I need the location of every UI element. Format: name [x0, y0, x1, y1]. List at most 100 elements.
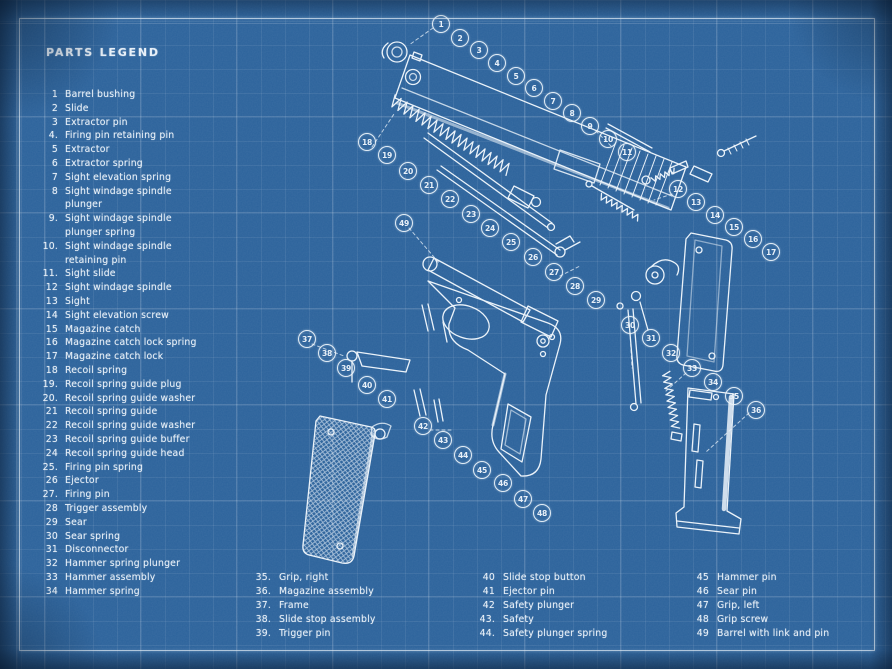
legend-item: 25. Firing pin spring: [38, 461, 244, 475]
legend-item-number: 13: [45, 295, 58, 307]
legend-item-label: Sight elevation spring: [65, 171, 172, 183]
legend-item-number: 28: [45, 502, 58, 514]
legend-item-number: 14: [45, 309, 58, 321]
legend-item-number: 39.: [255, 628, 271, 639]
legend-item-number: 42: [482, 600, 495, 611]
legend-item: 2 Slide: [38, 102, 244, 116]
legend-item: 21 Recoil spring guide: [38, 405, 244, 419]
legend-item-label: Sight windage spindle retaining pin: [65, 240, 172, 266]
legend-item-label: Ejector pin: [503, 586, 555, 597]
legend-item: 49 Barrel with link and pin: [691, 627, 892, 641]
legend-item-number: 21: [45, 406, 58, 418]
legend-item-number: 20.: [42, 392, 58, 404]
legend-item: 8 Sight windage spindle plunger: [38, 185, 244, 213]
legend-item-label: Hammer assembly: [65, 571, 156, 583]
legend-item-number: 37.: [255, 600, 271, 611]
legend-item-number: 9.: [48, 213, 58, 225]
legend-item-number: 2: [51, 102, 58, 114]
legend-item-label: Recoil spring guide head: [65, 447, 185, 459]
legend-item-label: Recoil spring guide washer: [65, 420, 196, 432]
legend-item-label: Sight slide: [65, 268, 116, 280]
legend-item: 43. Safety: [477, 613, 683, 627]
legend-item-number: 15: [45, 323, 58, 335]
legend-title: PARTS LEGEND: [46, 46, 160, 59]
legend-item-number: 35.: [255, 572, 271, 583]
legend-item-label: Grip screw: [717, 614, 769, 625]
legend-item: 38. Slide stop assembly: [253, 613, 459, 627]
legend-item-label: Sight: [65, 295, 90, 307]
legend-item: 31 Disconnector: [38, 543, 244, 557]
legend-item: 18 Recoil spring: [38, 364, 244, 378]
parts-legend-column-b: 40 Slide stop button 41 Ejector pin 42 S…: [477, 571, 683, 641]
legend-item: 12 Sight windage spindle: [38, 281, 244, 295]
legend-item-label: Sight windage spindle plunger: [65, 185, 172, 211]
legend-item-number: 17: [45, 351, 58, 363]
legend-item-number: 5: [51, 144, 58, 156]
legend-item-number: 3: [51, 116, 58, 128]
legend-item: 24 Recoil spring guide head: [38, 447, 244, 461]
legend-item: 34 Hammer spring: [38, 585, 244, 599]
legend-item: 47 Grip, left: [691, 599, 892, 613]
parts-legend-column-c: 45 Hammer pin 46 Sear pin 47 Grip, left …: [691, 571, 892, 641]
legend-item-label: Firing pin spring: [65, 461, 144, 473]
legend-item-number: 11.: [42, 268, 58, 280]
legend-item-label: Trigger pin: [279, 628, 331, 639]
legend-item-label: Slide stop assembly: [279, 614, 376, 625]
legend-item-label: Sear pin: [717, 586, 758, 597]
legend-item-label: Extractor pin: [65, 116, 128, 128]
legend-item: 48 Grip screw: [691, 613, 892, 627]
legend-item-label: Safety plunger: [503, 600, 575, 611]
legend-item-number: 16: [45, 337, 58, 349]
legend-item-label: Slide stop button: [503, 572, 586, 583]
legend-item: 7 Sight elevation spring: [38, 171, 244, 185]
legend-item-number: 43.: [479, 614, 495, 625]
legend-item-label: Magazine assembly: [279, 586, 374, 597]
legend-item-label: Magazine catch lock: [65, 351, 164, 363]
legend-item-number: 1: [51, 89, 58, 100]
legend-item-label: Recoil spring guide plug: [65, 378, 182, 390]
legend-item-number: 7: [51, 171, 58, 183]
legend-item-number: 27.: [42, 489, 58, 501]
legend-item: 32 Hammer spring plunger: [38, 557, 244, 571]
legend-item-label: Disconnector: [65, 544, 129, 556]
legend-item: 14 Sight elevation screw: [38, 309, 244, 323]
legend-item-label: Sear: [65, 516, 87, 528]
legend-item: 37. Frame: [253, 599, 459, 613]
legend-item: 1 Barrel bushing: [38, 88, 244, 102]
legend-item-number: 6: [51, 157, 58, 169]
legend-item: 13 Sight: [38, 295, 244, 309]
legend-item-label: Sight windage spindle plunger spring: [65, 213, 172, 238]
legend-item: 23 Recoil spring guide buffer: [38, 433, 244, 447]
legend-item-label: Extractor spring: [65, 157, 143, 169]
legend-item: 19. Recoil spring guide plug: [38, 378, 244, 392]
legend-item-number: 34: [45, 585, 58, 597]
legend-item: 9. Sight windage spindle plunger spring: [38, 212, 244, 240]
legend-item: 3 Extractor pin: [38, 116, 244, 130]
legend-item-number: 30: [45, 530, 58, 542]
legend-item-label: Magazine catch lock spring: [65, 337, 197, 349]
legend-item-label: Barrel with link and pin: [717, 628, 830, 639]
legend-item: 40 Slide stop button: [477, 571, 683, 585]
legend-item-label: Recoil spring: [65, 364, 128, 376]
legend-item-number: 26: [45, 475, 58, 487]
legend-item: 46 Sear pin: [691, 585, 892, 599]
legend-item-number: 12: [45, 282, 58, 294]
parts-legend-column-a: 35. Grip, right 36. Magazine assembly 37…: [253, 571, 459, 641]
legend-item: 15 Magazine catch: [38, 323, 244, 337]
legend-item-label: Safety plunger spring: [503, 628, 608, 639]
legend-item-label: Recoil spring guide: [65, 406, 158, 418]
legend-item: 33 Hammer assembly: [38, 571, 244, 585]
legend-item-number: 18: [45, 364, 58, 376]
legend-item-number: 22: [45, 420, 58, 432]
legend-item-number: 44.: [479, 628, 495, 639]
legend-item-label: Grip, left: [717, 600, 760, 611]
legend-item-number: 25.: [42, 461, 58, 473]
legend-item: 26 Ejector: [38, 474, 244, 488]
legend-item-label: Safety: [503, 614, 534, 625]
legend-item-label: Sear spring: [65, 530, 121, 542]
legend-item: 5 Extractor: [38, 143, 244, 157]
legend-item: 20. Recoil spring guide washer: [38, 392, 244, 406]
legend-item: 41 Ejector pin: [477, 585, 683, 599]
legend-item: 22 Recoil spring guide washer: [38, 419, 244, 433]
